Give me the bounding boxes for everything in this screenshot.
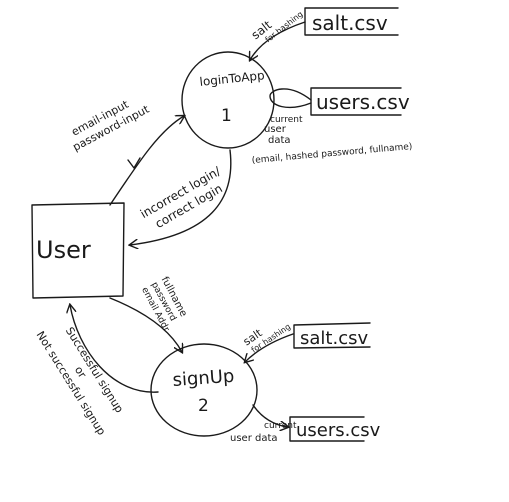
user-entity: User	[31, 202, 125, 299]
data-store-salt-bottom: salt.csv	[293, 322, 371, 349]
process-login-to-app: loginToApp 1	[181, 51, 275, 149]
data-store-users-top: users.csv	[310, 87, 410, 116]
label-signup-to-user: Successful signup or Not successful sign…	[34, 325, 126, 438]
flow-arrow-login-to-user	[130, 149, 232, 245]
label-user-to-signup: fullname password email Addr	[139, 275, 189, 334]
data-store-users-bottom: users.csv	[289, 416, 381, 442]
data-store-salt-top: salt.csv	[304, 7, 399, 36]
process-login-name: loginToApp	[199, 68, 265, 89]
flow-arrow-user-to-signup	[109, 297, 182, 352]
users-store-top-label: users.csv	[316, 90, 410, 114]
users-store-bottom-label: users.csv	[296, 420, 381, 441]
flow-arrow-salt-to-signup	[245, 333, 294, 362]
process-sign-up: signUp 2	[150, 343, 258, 437]
flow-arrow-salt-to-login	[250, 21, 306, 60]
label-user-top: user	[264, 124, 287, 135]
flow-arrow-users-login-loop	[269, 88, 312, 109]
salt-store-bottom-label: salt.csv	[300, 328, 368, 349]
label-user-data-bottom: user data	[230, 433, 278, 444]
small-arrow-tick-icon	[127, 157, 141, 169]
label-user-to-login: email-input password-input	[69, 97, 152, 153]
flow-arrow-signup-to-users	[252, 404, 288, 427]
label-current-bottom: current	[264, 421, 297, 431]
user-entity-label: User	[36, 236, 91, 264]
process-signup-number: 2	[198, 396, 209, 416]
label-salt-to-signup: salt for hashing	[241, 322, 292, 355]
label-current-top: current	[270, 115, 303, 125]
label-signup-to-users: current user data	[230, 421, 297, 444]
label-users-to-login: current user data (email, hashed passwor…	[251, 115, 412, 166]
process-signup-name: signUp	[172, 366, 235, 391]
salt-store-top-label: salt.csv	[312, 11, 388, 35]
label-data-top: data	[268, 135, 291, 146]
flow-arrow-signup-to-user	[70, 305, 159, 393]
label-login-to-user: incorrect login/ correct login	[138, 164, 225, 231]
process-login-number: 1	[221, 106, 232, 126]
flow-arrow-user-to-login	[109, 116, 184, 206]
